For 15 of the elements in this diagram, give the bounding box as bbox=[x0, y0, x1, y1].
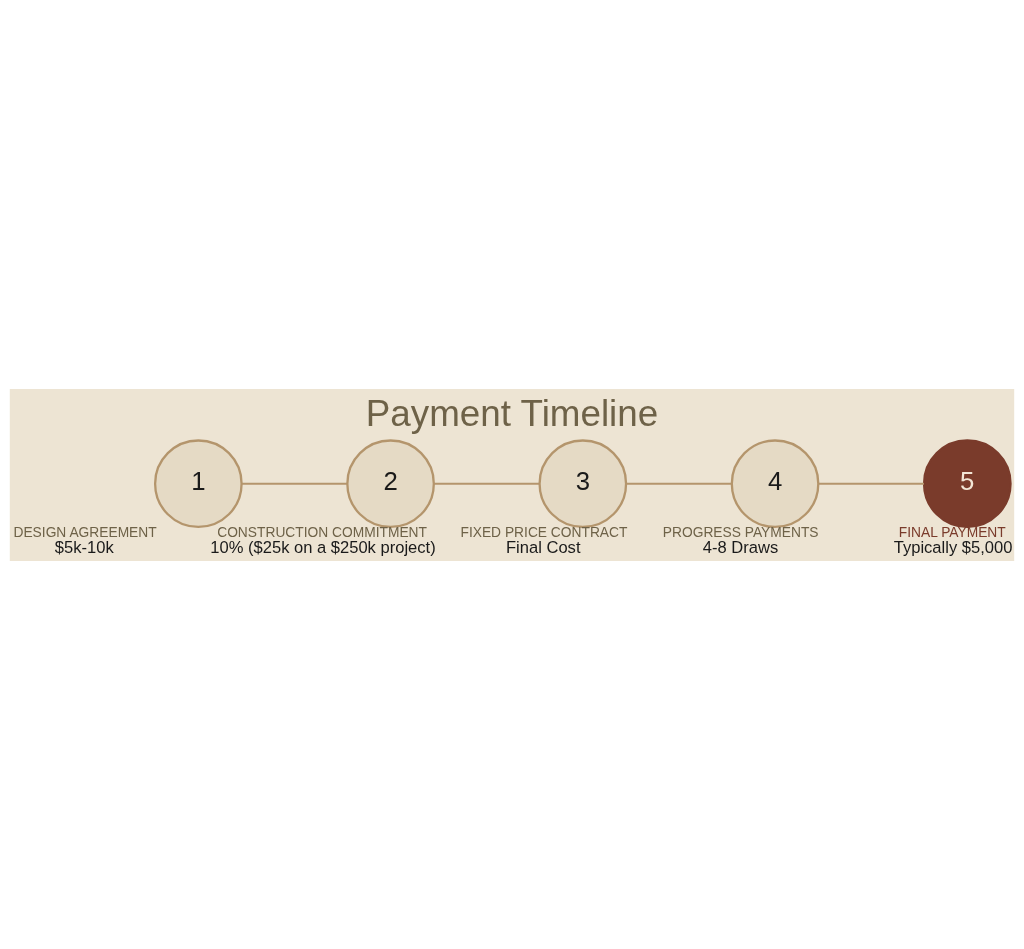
node-label: 10% ($25k on a $250k project) bbox=[210, 537, 436, 557]
node-circle: 5 bbox=[922, 438, 1012, 528]
node-label: Final Cost bbox=[506, 537, 581, 557]
node-circle: 4 bbox=[730, 438, 820, 528]
connector bbox=[240, 482, 349, 485]
node-circle: 1 bbox=[153, 438, 243, 528]
connector bbox=[625, 482, 733, 485]
node-circle: 2 bbox=[346, 438, 435, 528]
node-label: Typically $5,000 bbox=[893, 537, 1013, 557]
node-label: 4-8 Draws bbox=[702, 537, 779, 557]
connector bbox=[433, 482, 541, 485]
node-circle: 3 bbox=[538, 438, 628, 528]
node-label: $5k-10k bbox=[54, 537, 114, 557]
diagram-title: Payment Timeline bbox=[365, 392, 659, 434]
connector bbox=[817, 482, 925, 485]
